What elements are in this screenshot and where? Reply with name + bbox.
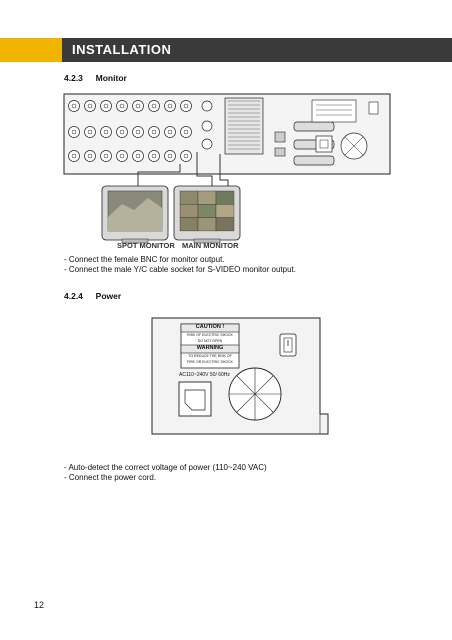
db-connector-3 <box>293 155 335 166</box>
chapter-title: INSTALLATION <box>72 42 172 57</box>
camera-tile <box>215 204 235 218</box>
power-bullet-2: - Connect the power cord. <box>64 473 157 482</box>
mini-caution-label <box>311 99 357 123</box>
warning-line-2: FIRE OR ELECTRIC SHOCK <box>187 360 233 364</box>
bnc-connector-grid <box>68 100 213 162</box>
dvr-rear-panel-diagram <box>63 93 391 244</box>
camera-tile <box>179 217 199 232</box>
power-section-heading: 4.2.4 Power <box>64 291 121 301</box>
camera-tile <box>215 217 235 232</box>
monitor-section-heading: 4.2.3 Monitor <box>64 73 127 83</box>
monitor-heading-number: 4.2.3 <box>64 73 83 83</box>
camera-tile <box>197 204 217 218</box>
power-heading-title: Power <box>95 291 122 301</box>
main-monitor-cable-1 <box>196 152 213 186</box>
warning-title: WARNING <box>196 345 224 351</box>
power-panel-diagram <box>151 317 329 435</box>
main-monitor-screen <box>179 190 235 232</box>
monitor-bullet-2: - Connect the male Y/C cable socket for … <box>64 265 296 274</box>
camera-tile <box>215 190 235 205</box>
audio-connector <box>201 138 213 150</box>
camera-tile <box>197 190 217 205</box>
usb-port <box>274 147 286 157</box>
caution-title: CAUTION ! <box>195 324 225 330</box>
spot-monitor-cable <box>137 164 181 186</box>
chapter-header-bar: INSTALLATION <box>0 38 452 62</box>
warning-line-1: TO REDUCE THE RISK OF <box>188 354 232 358</box>
db-connector-1 <box>293 121 335 132</box>
monitor-bullet-1: - Connect the female BNC for monitor out… <box>64 255 225 264</box>
rj45-port <box>274 131 286 143</box>
terminal-block <box>224 97 264 155</box>
header-accent-block <box>0 38 62 62</box>
monitor-heading-title: Monitor <box>95 73 127 83</box>
caution-line-2: DO NOT OPEN <box>197 339 223 343</box>
spot-monitor-label: SPOT MONITOR <box>117 241 175 250</box>
voltage-label: AC110~240V 50/ 60Hz <box>179 372 230 378</box>
main-monitor-cable-2 <box>219 154 229 186</box>
audio-connector <box>201 120 213 132</box>
page-number: 12 <box>34 600 45 610</box>
camera-tile <box>197 217 217 232</box>
main-monitor-label: MAIN MONITOR <box>182 241 239 250</box>
power-heading-number: 4.2.4 <box>64 291 83 301</box>
camera-tile <box>179 204 199 218</box>
cooling-fan <box>228 367 282 421</box>
power-bullet-1: - Auto-detect the correct voltage of pow… <box>64 463 267 472</box>
caution-line-1: RISK OF ELECTRIC SHOCK <box>187 333 233 337</box>
camera-tile <box>179 190 199 205</box>
mini-power-switch <box>368 101 379 115</box>
audio-connector <box>201 100 213 112</box>
